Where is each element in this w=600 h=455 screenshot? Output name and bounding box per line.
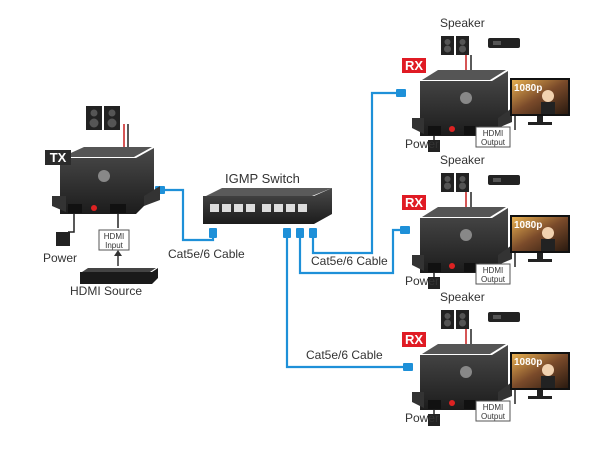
tx-device [52, 147, 160, 214]
tx-cable-label: Cat5e/6 Cable [168, 247, 245, 261]
rx-badge-text: RX [405, 195, 423, 210]
cable-switch-to-rx3 [285, 228, 405, 369]
hdmi-output-tag [475, 126, 511, 148]
hdmi-output-tag [475, 400, 511, 422]
hdmi-input-text-1: HDMI [104, 232, 124, 241]
tx-audio-cables [123, 124, 129, 150]
tx-power-label: Power [43, 251, 77, 265]
switch-label: IGMP Switch [225, 171, 300, 186]
hdmi-input-tag [98, 229, 130, 251]
hdmi-source-label: HDMI Source [70, 284, 142, 298]
monitor-resolution: 1080p [514, 220, 542, 231]
tx-power-adapter [56, 214, 75, 246]
hdmi-output-text-1: HDMI [483, 129, 503, 138]
rj45-plug [400, 226, 410, 234]
rj45-plug [209, 228, 217, 238]
hdmi-output-text-1: HDMI [483, 403, 503, 412]
remote-receiver-icon [488, 38, 520, 48]
remote-receiver-icon [488, 312, 520, 322]
rx-power-label: Power [405, 137, 439, 151]
rx-badge [402, 195, 426, 210]
rx-speakers [441, 173, 469, 192]
signal-arrow-icon [114, 250, 122, 266]
rj45-plug [283, 228, 291, 238]
hdmi-output-tag [475, 263, 511, 285]
rj45-plug [403, 363, 413, 371]
rx-unit-2: Speaker RX Power HDMI Output 1080p [402, 153, 570, 289]
rx-speakers [441, 310, 469, 329]
hdmi-output-text-2: Output [481, 412, 506, 421]
network-cables [160, 91, 405, 369]
rx-badge [402, 332, 426, 347]
rx-power-adapter [428, 273, 440, 289]
rj45-plug [396, 89, 406, 97]
rx-device [412, 207, 512, 273]
tx-badge-text: TX [50, 150, 67, 165]
rx-device [412, 344, 512, 410]
monitor-resolution: 1080p [514, 357, 542, 368]
igmp-switch: IGMP Switch [203, 171, 332, 224]
cable-switch-to-rx2 [298, 228, 402, 275]
rx-unit-1: Speaker RX Power HDMI Output 1080p [402, 16, 570, 152]
rx-audio-cables [465, 329, 472, 346]
rx-device [412, 70, 512, 136]
rx-speakers [441, 36, 469, 55]
monitor: 1080p [510, 215, 570, 262]
hdmi-output-text-1: HDMI [483, 266, 503, 275]
rj45-plug [296, 228, 304, 238]
rx-power-adapter [428, 410, 440, 426]
switch-top [206, 188, 332, 196]
rx3-cable-label: Cat5e/6 Cable [306, 348, 383, 362]
cable-switch-to-rx1 [311, 91, 398, 255]
rx-badge [402, 58, 426, 73]
remote-receiver-icon [488, 175, 520, 185]
rx-power-label: Power [405, 274, 439, 288]
cable-connectors [155, 89, 413, 371]
hdmi-source-box [80, 268, 158, 284]
rx-audio-cables [465, 192, 472, 209]
speaker-label: Speaker [440, 16, 485, 30]
speaker-label: Speaker [440, 290, 485, 304]
tx-badge [45, 150, 71, 165]
monitor-resolution: 1080p [514, 83, 542, 94]
hdmi-input-text-2: Input [105, 241, 124, 250]
monitor: 1080p [510, 78, 570, 125]
speaker-label: Speaker [440, 153, 485, 167]
rj45-plug [309, 228, 317, 238]
tx-speakers [86, 106, 120, 130]
monitor: 1080p [510, 352, 570, 399]
hdmi-output-text-2: Output [481, 275, 506, 284]
rx-unit-3: Speaker RX Power HDMI Output 1080p [402, 290, 570, 426]
rx2-cable-label: Cat5e/6 Cable [311, 254, 388, 268]
rx-badge-text: RX [405, 332, 423, 347]
rx-badge-text: RX [405, 58, 423, 73]
hdmi-output-text-2: Output [481, 138, 506, 147]
rx-power-label: Power [405, 411, 439, 425]
rx-audio-cables [465, 55, 472, 72]
switch-ports [210, 204, 307, 212]
rx-power-adapter [428, 136, 440, 152]
